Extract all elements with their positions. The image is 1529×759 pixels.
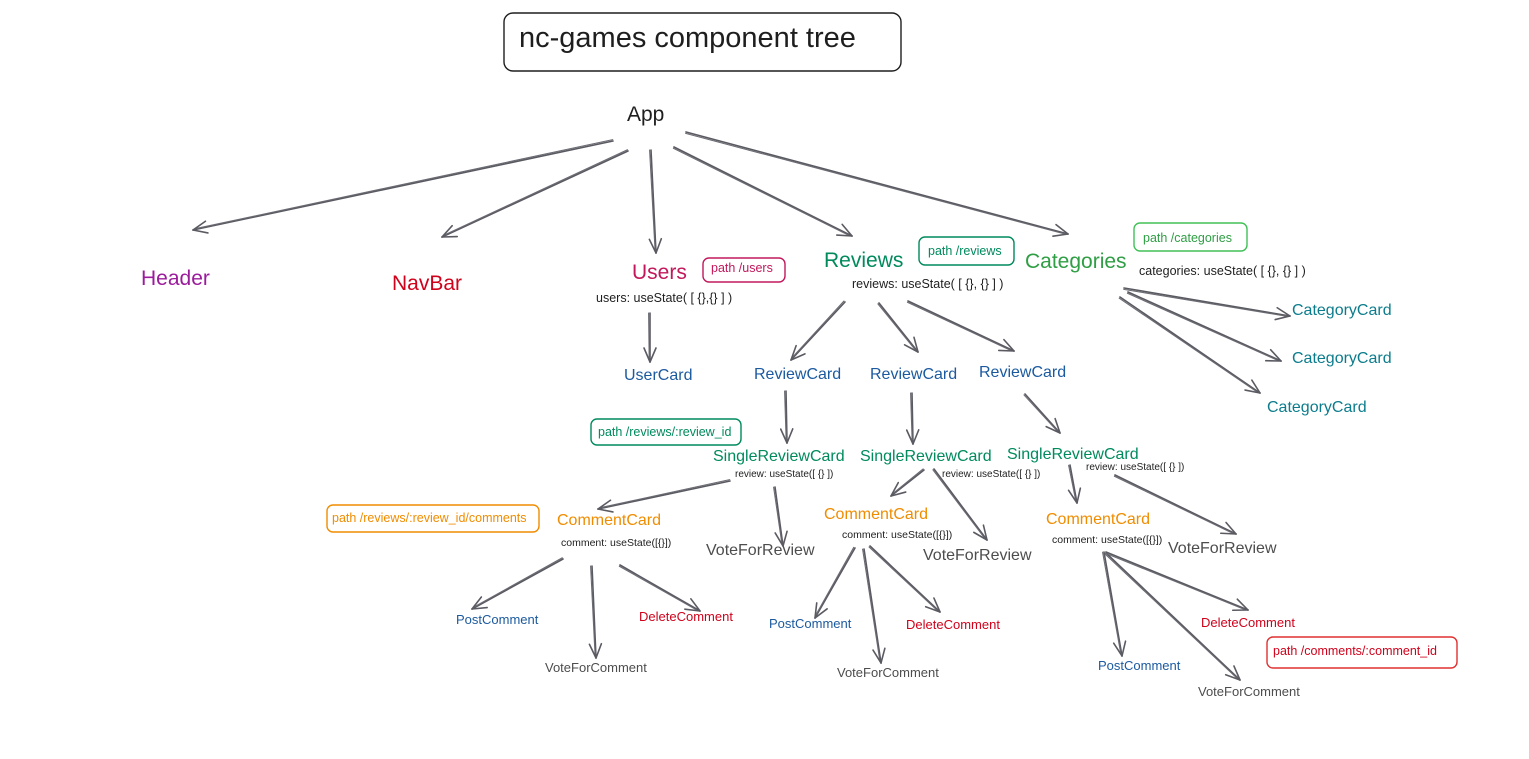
arrow-cc1-voteforcomment <box>588 565 603 659</box>
arrow-cc3-postcomment <box>1102 551 1127 657</box>
path-tag-comments: path /reviews/:review_id/comments <box>332 511 527 525</box>
node-vote-for-review-3: VoteForReview <box>1168 540 1277 557</box>
node-vote-for-review-1: VoteForReview <box>706 542 815 559</box>
node-delete-comment-1: DeleteComment <box>639 609 733 624</box>
node-categories: Categories <box>1025 250 1127 273</box>
arrow-app-navbar <box>441 149 629 238</box>
arrow-single1-commentcard <box>597 479 731 513</box>
arrow-reviewcard1-single <box>779 390 794 444</box>
node-vote-for-comment-2: VoteForComment <box>837 665 939 680</box>
state-comment-3: comment: useState([{}]) <box>1052 534 1162 546</box>
path-tag-comment-id: path /comments/:comment_id <box>1273 644 1437 658</box>
arrow-app-categories <box>685 131 1069 237</box>
path-tag-users: path /users <box>711 261 773 275</box>
path-tag-review-id: path /reviews/:review_id <box>598 425 731 439</box>
path-tag-categories: path /categories <box>1143 231 1232 245</box>
node-category-card-2: CategoryCard <box>1292 350 1392 367</box>
path-tag-review-id-box <box>590 418 742 446</box>
state-review-1: review: useState([ {} ]) <box>735 469 833 480</box>
arrow-app-header <box>192 139 614 234</box>
title-box <box>503 12 902 72</box>
arrow-reviews-reviewcard-3 <box>906 300 1015 352</box>
arrow-app-reviews <box>672 146 853 237</box>
node-single-review-card-3: SingleReviewCard <box>1007 446 1139 463</box>
node-comment-card-2: CommentCard <box>824 506 928 523</box>
node-review-card-1: ReviewCard <box>754 366 841 383</box>
arrow-single1-voteforreview <box>773 486 788 547</box>
arrow-cc2-voteforcomment <box>862 548 886 664</box>
arrow-cc2-postcomment <box>814 546 856 619</box>
arrow-users-usercard <box>643 312 657 363</box>
state-reviews: reviews: useState( [ {}, {} ] ) <box>852 277 1003 291</box>
node-category-card-1: CategoryCard <box>1292 302 1392 319</box>
node-category-card-3: CategoryCard <box>1267 399 1367 416</box>
state-categories: categories: useState( [ {}, {} ] ) <box>1139 264 1306 278</box>
path-tag-reviews: path /reviews <box>928 244 1002 258</box>
arrow-categories-card-1 <box>1123 287 1291 321</box>
arrow-reviews-reviewcard-1 <box>790 300 846 361</box>
arrow-single3-voteforreview <box>1113 474 1237 535</box>
state-users: users: useState( [ {},{} ] ) <box>596 291 732 305</box>
node-comment-card-1: CommentCard <box>557 512 661 529</box>
node-navbar: NavBar <box>392 272 462 295</box>
arrow-reviewcard3-single <box>1023 393 1061 434</box>
node-app: App <box>627 103 664 126</box>
node-post-comment-2: PostComment <box>769 616 852 631</box>
arrow-app-users <box>648 149 663 254</box>
node-delete-comment-3: DeleteComment <box>1201 615 1295 630</box>
node-delete-comment-2: DeleteComment <box>906 617 1000 632</box>
node-post-comment-1: PostComment <box>456 612 539 627</box>
path-tag-comments-box <box>326 504 540 533</box>
node-comment-card-3: CommentCard <box>1046 511 1150 528</box>
node-single-review-card-2: SingleReviewCard <box>860 448 992 465</box>
arrow-cc1-postcomment <box>471 557 564 610</box>
node-user-card: UserCard <box>624 367 692 384</box>
arrow-reviewcard2-single <box>905 392 920 445</box>
node-reviews: Reviews <box>824 249 903 272</box>
node-vote-for-review-2: VoteForReview <box>923 547 1032 564</box>
arrow-cc1-deletecomment <box>618 564 701 612</box>
diagram-title: nc-games component tree <box>519 22 856 54</box>
arrow-single2-voteforreview <box>932 468 988 541</box>
node-users: Users <box>632 261 687 284</box>
node-vote-for-comment-1: VoteForComment <box>545 660 647 675</box>
path-tag-categories-box <box>1133 222 1248 252</box>
state-review-2: review: useState([ {} ]) <box>942 469 1040 480</box>
node-vote-for-comment-3: VoteForComment <box>1198 684 1300 699</box>
arrow-cc3-voteforcomment <box>1104 552 1241 681</box>
node-review-card-2: ReviewCard <box>870 366 957 383</box>
path-tag-comment-id-box <box>1266 636 1458 669</box>
state-review-3: review: useState([ {} ]) <box>1086 462 1184 473</box>
arrow-single3-commentcard <box>1067 464 1082 504</box>
state-comment-1: comment: useState([{}]) <box>561 537 671 549</box>
path-tag-reviews-box <box>918 236 1015 266</box>
arrow-cc2-deletecomment <box>868 545 941 613</box>
arrow-categories-card-3 <box>1118 296 1261 394</box>
arrow-categories-card-2 <box>1126 291 1282 362</box>
edges <box>192 131 1291 681</box>
arrow-single2-commentcard <box>890 468 925 497</box>
node-header: Header <box>141 267 210 290</box>
path-tag-users-box <box>702 257 786 283</box>
node-review-card-3: ReviewCard <box>979 364 1066 381</box>
node-single-review-card-1: SingleReviewCard <box>713 448 845 465</box>
node-post-comment-3: PostComment <box>1098 658 1181 673</box>
state-comment-2: comment: useState([{}]) <box>842 529 952 541</box>
arrow-cc3-deletecomment <box>1104 551 1249 612</box>
arrow-reviews-reviewcard-2 <box>877 302 919 353</box>
